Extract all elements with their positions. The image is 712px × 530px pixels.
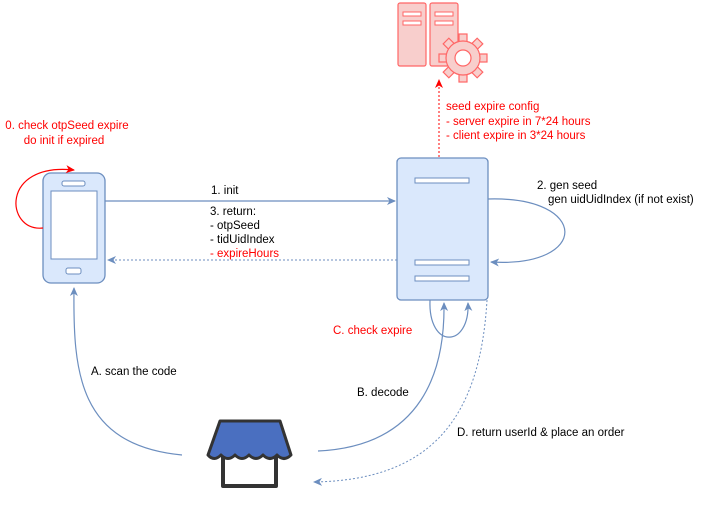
decode-arrow bbox=[317, 302, 449, 452]
return-user-label: D. return userId & place an order bbox=[457, 427, 625, 439]
store-icon bbox=[206, 419, 293, 488]
gen-seed-label-line1: 2. gen seed bbox=[537, 180, 597, 192]
decode-label: B. decode bbox=[357, 387, 409, 399]
seed-config-client: - client expire in 3*24 hours bbox=[446, 130, 586, 142]
init-label: 1. init bbox=[211, 185, 239, 197]
check-seed-label-line2: do init if expired bbox=[24, 135, 105, 147]
seed-config-server: - server expire in 7*24 hours bbox=[446, 116, 591, 128]
gen-seed-loop bbox=[487, 198, 566, 267]
return-item-otpseed: - otpSeed bbox=[210, 220, 260, 232]
check-expire-label: C. check expire bbox=[333, 325, 412, 337]
check-expire-loop bbox=[429, 299, 473, 338]
mobile-phone-icon bbox=[42, 172, 106, 284]
scan-arrow bbox=[69, 287, 183, 456]
return-user-arrow bbox=[313, 299, 488, 486]
return-title: 3. return: bbox=[210, 206, 256, 218]
self-check-loop bbox=[15, 165, 75, 229]
return-item-tiduidindex: - tidUidIndex bbox=[210, 234, 275, 246]
scan-label: A. scan the code bbox=[91, 366, 177, 378]
server-icon bbox=[396, 157, 489, 301]
seed-config-title: seed expire config bbox=[446, 101, 539, 113]
return-item-expirehours: - expireHours bbox=[210, 248, 279, 260]
config-server-gear-icon bbox=[397, 2, 488, 83]
gen-seed-label-line2: gen uidUidIndex (if not exist) bbox=[548, 194, 694, 206]
check-seed-label-line1: 0. check otpSeed expire bbox=[5, 120, 128, 132]
